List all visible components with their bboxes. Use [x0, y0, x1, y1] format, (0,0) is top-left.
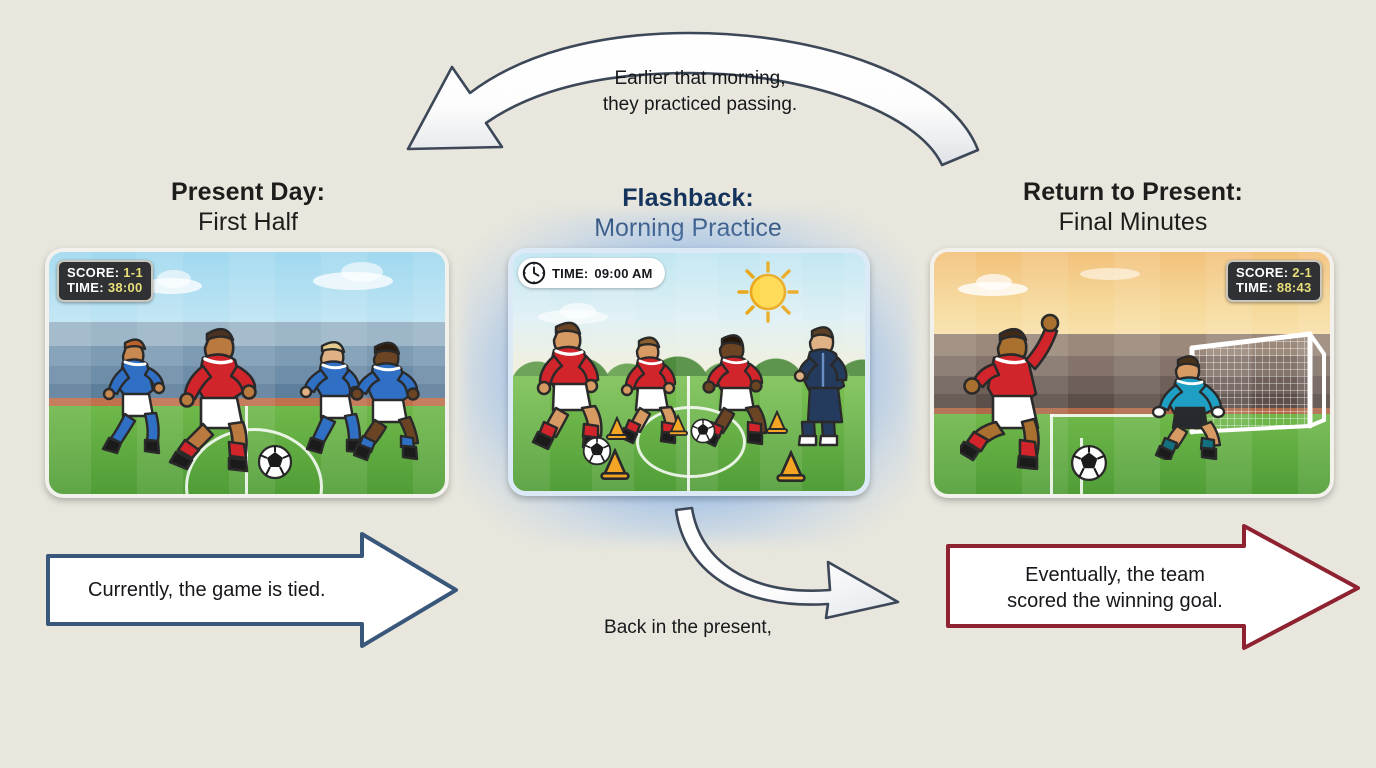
- callout-left-text: Currently, the game is tied.: [88, 579, 326, 601]
- score-value-present: 1-1: [123, 265, 143, 280]
- clock-badge-flashback: TIME: 09:00 AM: [518, 258, 665, 288]
- panel-title-flashback-line1: Flashback:: [622, 184, 754, 212]
- coach-figure: [793, 326, 848, 447]
- top-curved-arrow: [406, 31, 980, 167]
- panel-title-present: Present Day: First Half: [45, 178, 451, 237]
- practice-player-1: [531, 321, 603, 450]
- score-label-present: SCORE:: [67, 265, 120, 280]
- panel-image-return[interactable]: SCORE: 2-1 TIME: 88:43: [930, 248, 1334, 498]
- panel-title-return-line2: Final Minutes: [1058, 207, 1208, 236]
- callout-right[interactable]: Eventually, the team scored the winning …: [944, 522, 1364, 654]
- scoreboard-return: SCORE: 2-1 TIME: 88:43: [1226, 260, 1322, 303]
- top-arrow-caption: Earlier that morning, they practiced pas…: [540, 66, 860, 118]
- soccer-ball-practice-2: [690, 418, 716, 444]
- time-value-return: 88:43: [1276, 279, 1312, 295]
- soccer-ball: [257, 444, 293, 480]
- top-arrow-caption-line2: they practiced passing.: [602, 94, 798, 116]
- player-blue-1: [101, 338, 166, 455]
- time-label-return: TIME:: [1236, 279, 1273, 295]
- time-label-present: TIME:: [67, 279, 104, 295]
- time-value-present: 38:00: [107, 279, 143, 295]
- callout-right-line1: Eventually, the team: [1025, 564, 1205, 586]
- clock-icon: [522, 261, 546, 285]
- panel-title-return: Return to Present: Final Minutes: [930, 178, 1336, 237]
- bottom-arrow-caption: Back in the present,: [525, 615, 851, 641]
- panel-title-return-line1: Return to Present:: [1023, 178, 1243, 206]
- score-label-return: SCORE:: [1236, 265, 1289, 280]
- panel-title-present-line1: Present Day:: [170, 178, 326, 206]
- training-cone-1: [606, 416, 628, 440]
- player-red-main: [168, 327, 257, 473]
- top-arrow-caption-line1: Earlier that morning,: [614, 68, 786, 89]
- player-blue-3: [350, 341, 420, 462]
- goalkeeper-figure: [1152, 355, 1226, 460]
- training-cone-3: [766, 410, 788, 434]
- callout-right-line2: scored the winning goal.: [1007, 590, 1223, 612]
- time-value-flashback: 09:00 AM: [594, 265, 653, 281]
- practice-player-3: [700, 334, 768, 448]
- callout-right-text: Eventually, the team scored the winning …: [944, 522, 1364, 654]
- sun-icon: [737, 261, 799, 323]
- training-cone-4: [600, 448, 630, 480]
- time-label-flashback: TIME:: [552, 265, 589, 281]
- player-blue-2: [299, 340, 363, 455]
- bottom-curved-arrow: [674, 506, 900, 620]
- soccer-ball-practice-1: [582, 436, 612, 466]
- panel-image-present[interactable]: SCORE: 1-1 TIME: 38:00: [45, 248, 449, 498]
- panel-title-present-line2: First Half: [198, 207, 298, 236]
- training-cone-5: [776, 450, 806, 482]
- score-value-return: 2-1: [1292, 265, 1312, 280]
- player-red-celebrating: [960, 313, 1060, 470]
- scoreboard-present: SCORE: 1-1 TIME: 38:00: [57, 260, 153, 303]
- callout-left[interactable]: Currently, the game is tied.: [44, 528, 462, 652]
- soccer-ball-shot: [1070, 444, 1108, 482]
- bottom-arrow-caption-text: Back in the present,: [604, 617, 772, 638]
- training-cone-2: [668, 414, 688, 436]
- panel-image-flashback[interactable]: TIME: 09:00 AM: [508, 248, 870, 496]
